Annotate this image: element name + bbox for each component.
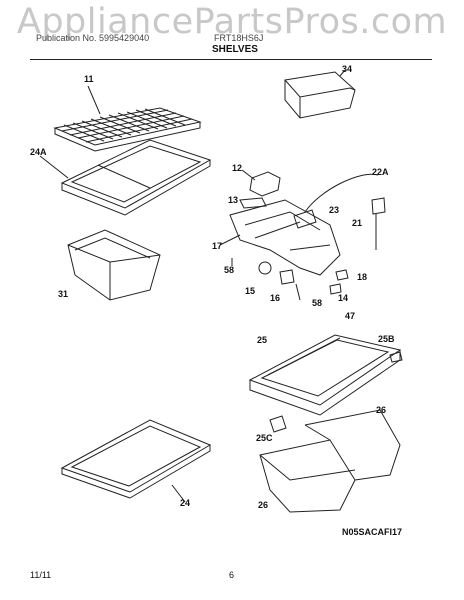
callout-25: 25 [257,335,268,345]
header-rule [30,59,432,60]
cap-part [335,269,349,281]
connector-part [371,197,386,215]
callout-12: 12 [232,163,243,173]
crisper-cover-part [248,334,402,416]
thermostat-part [279,269,295,285]
model-number: FRT18HS6J [214,33,264,43]
glass-shelf-24a-part [39,139,212,216]
callout-18: 18 [357,272,368,282]
knob-14-part [329,283,342,295]
wire-shelf-part [53,85,202,152]
callout-11: 11 [84,74,94,84]
glass-shelf-24-part [60,419,212,503]
callout-17: 17 [212,241,223,251]
callout-31: 31 [58,289,69,299]
callout-25c: 25C [256,433,273,443]
callout-26-b: 26 [258,500,269,510]
callout-58-a: 58 [224,265,235,275]
cover-support-25c-part [269,415,287,433]
door-bin-part [284,69,356,119]
callout-21: 21 [352,218,363,228]
callout-47: 47 [345,311,356,321]
bracket-part [241,169,281,197]
page-number: 6 [229,570,235,580]
damper-part [293,209,317,229]
callout-24: 24 [180,498,191,508]
callout-26-a: 26 [376,405,387,415]
cover-support-part [389,351,403,363]
drawing-code: N05SACAFI17 [342,527,403,537]
callout-58-b: 58 [312,298,323,308]
knob-15-part [258,261,272,275]
callout-24a: 24A [30,147,47,157]
control-housing-part [219,199,341,276]
callout-22a: 22A [372,167,389,177]
callout-23: 23 [329,205,340,215]
crisper-pan-26-part [259,409,401,513]
callout-16: 16 [270,293,281,303]
crisper-pan-31-part [67,229,161,301]
callout-14: 14 [338,293,349,303]
callout-34: 34 [342,64,353,74]
page-title: SHELVES [212,44,258,55]
spacer-part [239,197,267,209]
publication-number: Publication No. 5995429040 [36,33,150,43]
footer-date: 11/11 [30,570,52,580]
watermark: AppliancePartsPros.com [16,2,448,42]
callout-15: 15 [245,286,256,296]
callout-25b: 25B [378,334,395,344]
callout-13: 13 [228,195,239,205]
wire-harness-part [304,173,379,213]
